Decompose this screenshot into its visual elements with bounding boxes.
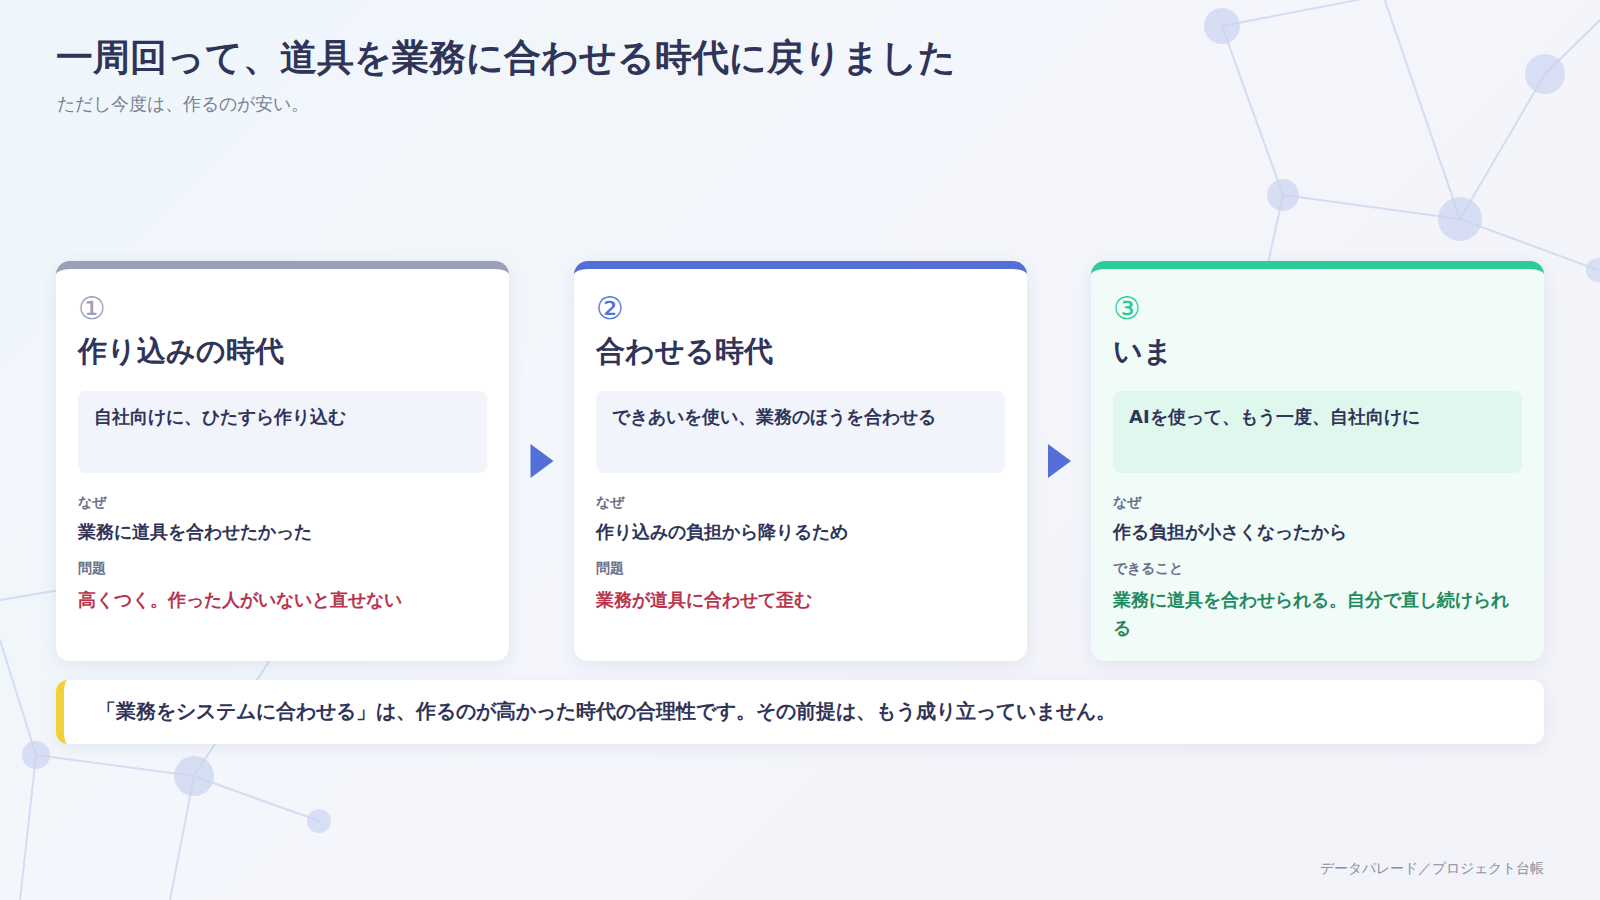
step-number: ② xyxy=(596,289,1006,328)
field-label: 問題 xyxy=(596,557,1006,579)
era-card: 自社向けに、ひたすら作り込む ① 作り込みの時代なぜ業務に道具を合わせたかった問題高… xyxy=(56,261,509,661)
summary-text: 自社向けに、ひたすら作り込む xyxy=(94,404,471,430)
field-outcome: 業務が道具に合わせて歪む xyxy=(596,586,1006,614)
summary-box: 自社向けに、ひたすら作り込む xyxy=(78,391,487,473)
step-number: ① xyxy=(78,289,488,328)
summary-text: AIを使って、もう一度、自社向けに xyxy=(1129,404,1506,430)
conclusion-banner: 「業務をシステムに合わせる」は、作るのが高かった時代の合理性です。その前提は、も… xyxy=(56,680,1544,744)
field-value: 業務に道具を合わせたかった xyxy=(78,519,488,545)
flow-arrow xyxy=(531,444,554,478)
step-heading: 合わせる時代 xyxy=(596,333,1006,370)
summary-text: できあいを使い、業務のほうを合わせる xyxy=(612,404,989,430)
field-label: なぜ xyxy=(78,491,488,513)
era-card: できあいを使い、業務のほうを合わせる ② 合わせる時代なぜ作り込みの負担から降りるた… xyxy=(574,261,1027,661)
step-heading: いま xyxy=(1113,333,1523,370)
field-outcome: 高くつく。作った人がいないと直せない xyxy=(78,586,488,614)
field-label: できること xyxy=(1113,557,1523,579)
field-value: 作り込みの負担から降りるため xyxy=(596,519,1006,545)
conclusion-text: 「業務をシステムに合わせる」は、作るのが高かった時代の合理性です。その前提は、も… xyxy=(96,698,1116,725)
field-value: 作る負担が小さくなったから xyxy=(1113,519,1523,545)
summary-box: できあいを使い、業務のほうを合わせる xyxy=(596,391,1005,473)
field-label: なぜ xyxy=(1113,491,1523,513)
flow-arrow xyxy=(1048,444,1071,478)
footer-note: データパレード／プロジェクト台帳 xyxy=(1320,860,1544,878)
era-card: AIを使って、もう一度、自社向けに ③ いまなぜ作る負担が小さくなったからできること… xyxy=(1091,261,1544,661)
field-label: なぜ xyxy=(596,491,1006,513)
summary-box: AIを使って、もう一度、自社向けに xyxy=(1113,391,1522,473)
field-label: 問題 xyxy=(78,557,488,579)
field-outcome: 業務に道具を合わせられる。自分で直し続けられる xyxy=(1113,586,1523,642)
step-heading: 作り込みの時代 xyxy=(78,333,488,370)
step-number: ③ xyxy=(1113,289,1523,328)
slide-caption: ただし今度は、作るのが安い。 xyxy=(57,92,309,116)
slide-title: 一周回って、道具を業務に合わせる時代に戻りました xyxy=(56,33,956,83)
